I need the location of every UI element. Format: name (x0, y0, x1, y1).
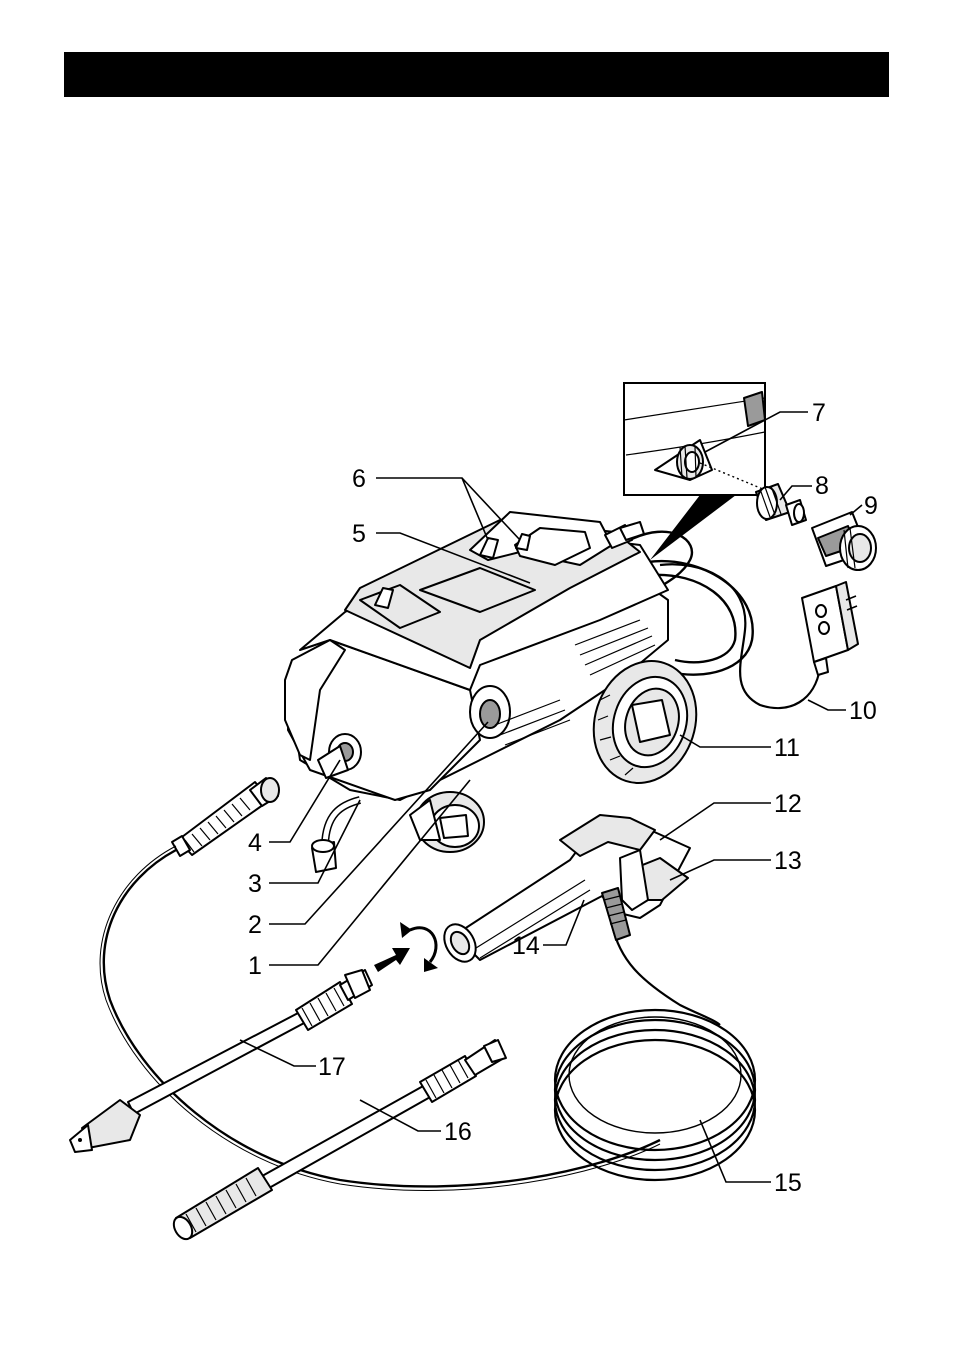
connect-arrow (374, 922, 438, 972)
callout-11: 11 (774, 734, 800, 762)
callout-8: 8 (815, 472, 829, 500)
callout-3: 3 (248, 870, 262, 898)
callout-7: 7 (812, 399, 826, 427)
hp-hose-connector (172, 778, 279, 856)
callout-2: 2 (248, 911, 262, 939)
callout-6: 6 (352, 465, 366, 493)
callout-12: 12 (774, 790, 802, 818)
callout-14: 14 (512, 932, 540, 960)
callout-5: 5 (352, 520, 366, 548)
callout-1: 1 (248, 952, 262, 980)
callout-16: 16 (444, 1118, 472, 1146)
hose-connector (812, 512, 876, 570)
callout-10: 10 (849, 697, 877, 725)
front-wheel (410, 792, 484, 852)
callout-13: 13 (774, 847, 802, 875)
callout-9: 9 (864, 492, 878, 520)
coupling-adapter (756, 484, 806, 525)
callout-15: 15 (774, 1169, 802, 1197)
callout-4: 4 (248, 829, 262, 857)
detergent-hose (312, 800, 360, 872)
callout-17: 17 (318, 1053, 346, 1081)
